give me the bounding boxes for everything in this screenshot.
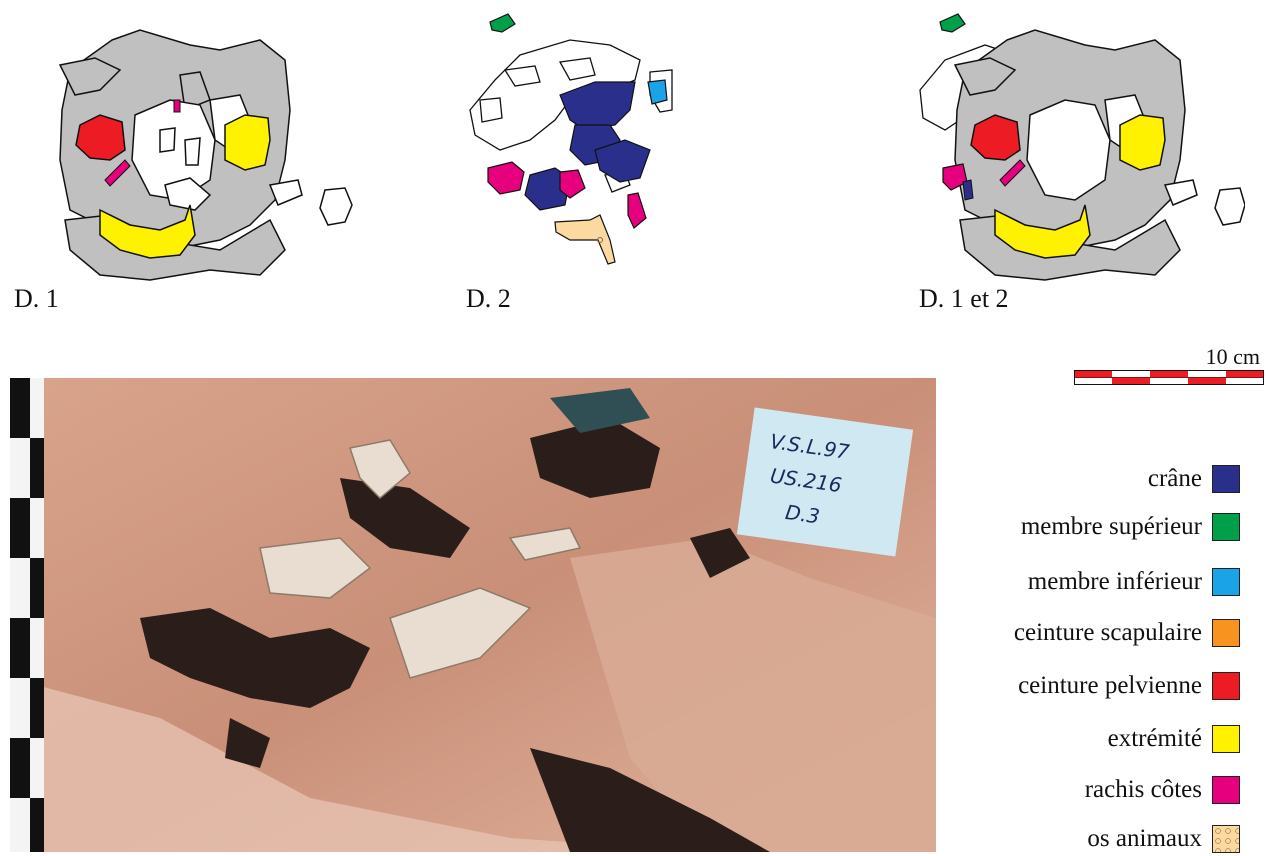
legend-label-os-animaux: os animaux: [1087, 825, 1202, 852]
legend-swatch-extremite: [1212, 725, 1240, 753]
plan-d2-drawing: [469, 13, 673, 265]
plan-d1-et-2: D. 1 et 2: [915, 0, 1246, 312]
legend-item-extremite: extrémité: [1108, 722, 1240, 756]
legend-label-membre-superieur: membre supérieur: [1020, 513, 1202, 540]
plan-d1: D. 1: [14, 0, 370, 312]
legend-label-crane: crâne: [1147, 465, 1202, 492]
legend-item-ceinture-scapulaire: ceinture scapulaire: [1014, 616, 1240, 650]
legend-label-extremite: extrémité: [1107, 725, 1202, 752]
plan-d1-label: D. 1: [14, 284, 59, 313]
legend-swatch-membre-inferieur: [1212, 568, 1240, 596]
photo-scale-ruler: [10, 378, 44, 852]
legend-swatch-os-animaux: [1212, 825, 1240, 853]
legend-item-rachis-cotes: rachis côtes: [1085, 773, 1240, 807]
label-card-line3: D.3: [784, 500, 821, 529]
legend-swatch-membre-superieur: [1212, 513, 1240, 541]
label-card: V.S.L.97 US.216 D.3: [736, 407, 914, 557]
plan-d2: D. 2: [460, 0, 690, 312]
plan-d2-label: D. 2: [466, 284, 511, 313]
scale-bar: 10 cm: [1074, 344, 1264, 390]
legend-label-membre-inferieur: membre inférieur: [1027, 568, 1202, 595]
excavation-photo-drawing: V.S.L.97 US.216 D.3: [10, 378, 936, 852]
legend-swatch-rachis-cotes: [1212, 776, 1240, 804]
scale-bar-graphic: [1074, 370, 1264, 385]
plan-d1-et-2-label: D. 1 et 2: [919, 284, 1009, 313]
legend-label-ceinture-scapulaire: ceinture scapulaire: [1013, 619, 1202, 646]
plan-d1-et-2-drawing: [919, 13, 1246, 281]
legend-swatch-crane: [1212, 465, 1240, 493]
legend-item-membre-inferieur: membre inférieur: [1028, 565, 1240, 599]
excavation-photo: V.S.L.97 US.216 D.3: [10, 378, 936, 852]
scale-bar-label: 10 cm: [1205, 344, 1260, 369]
legend-label-ceinture-pelvienne: ceinture pelvienne: [1018, 672, 1202, 699]
legend-item-os-animaux: os animaux: [1087, 822, 1240, 856]
legend-swatch-ceinture-pelvienne: [1212, 672, 1240, 700]
legend-item-membre-superieur: membre supérieur: [1021, 510, 1240, 544]
legend-label-rachis-cotes: rachis côtes: [1084, 776, 1202, 803]
legend-item-crane: crâne: [1148, 462, 1240, 496]
plan-d1-drawing: [58, 29, 353, 281]
legend-item-ceinture-pelvienne: ceinture pelvienne: [1018, 669, 1240, 703]
legend-swatch-ceinture-scapulaire: [1212, 619, 1240, 647]
